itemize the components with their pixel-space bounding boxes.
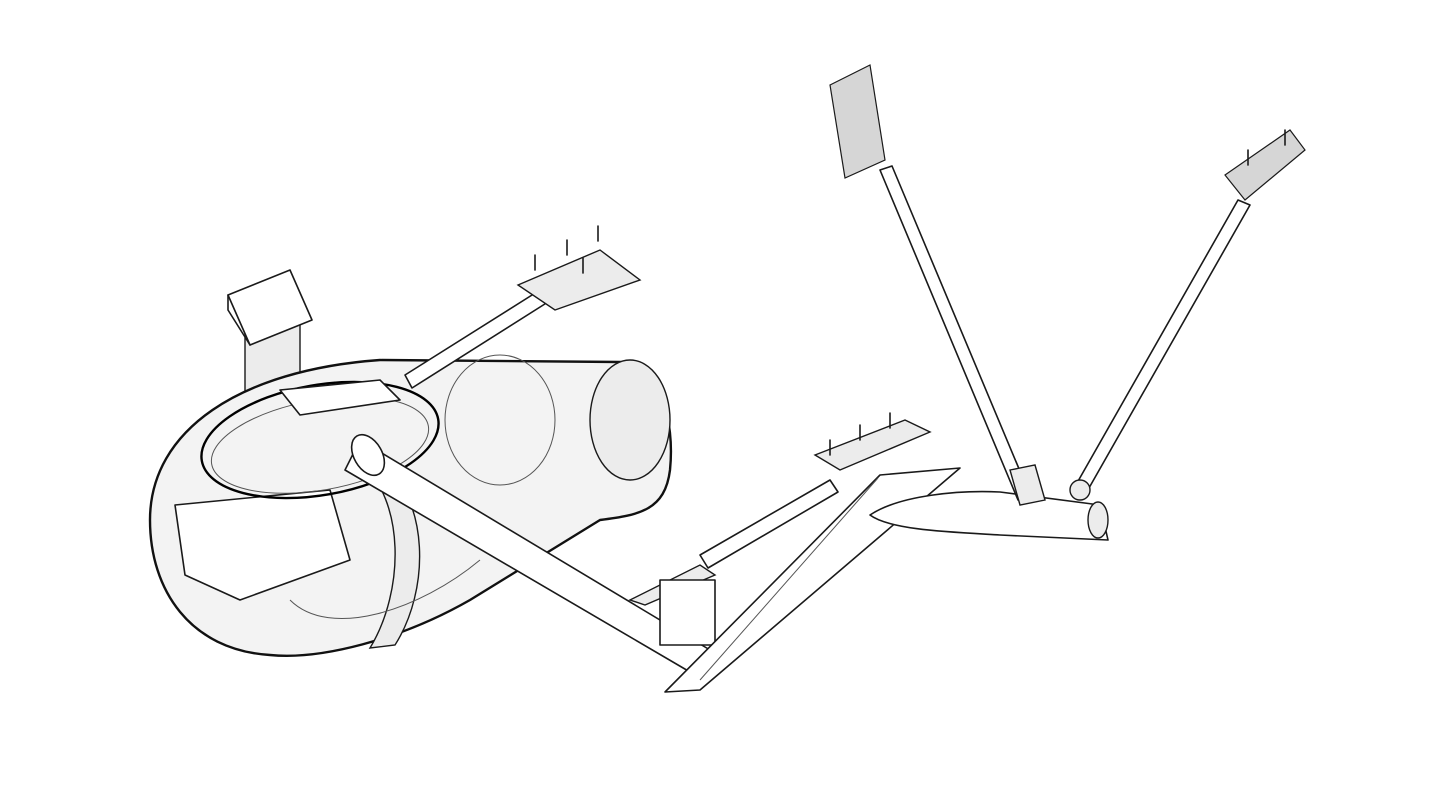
mount-bolts xyxy=(534,225,599,274)
v-strut-left xyxy=(829,64,1046,506)
main-cross-beam xyxy=(279,379,711,673)
mid-telescopic-strut xyxy=(628,412,932,646)
rear-mount-bracket xyxy=(227,269,313,396)
v-strut-right xyxy=(1069,129,1306,501)
left-hydrofoil xyxy=(664,467,961,693)
pod-strap xyxy=(289,459,481,649)
right-hydrofoil-tube xyxy=(869,490,1109,541)
front-telescopic-strut xyxy=(404,225,642,389)
